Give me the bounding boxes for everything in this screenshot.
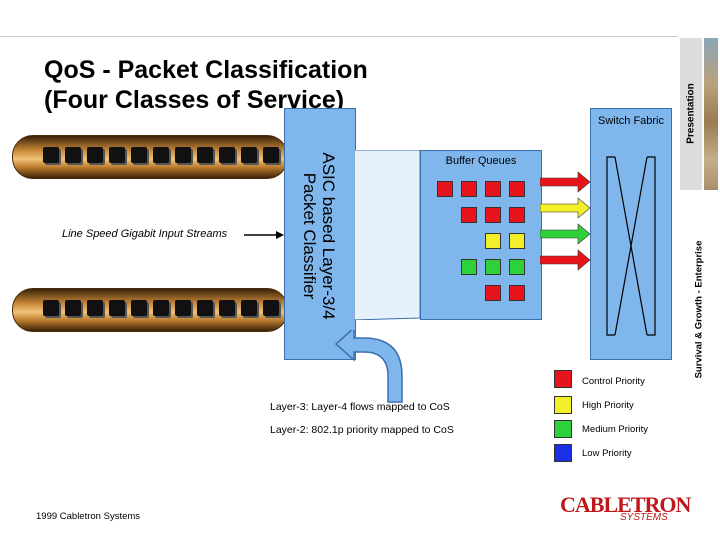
- legend-swatch-low: [554, 444, 572, 462]
- queue-cell-red: [461, 207, 477, 223]
- asic-classifier-block: ASIC based Layer-3/4 Packet Classifier: [284, 108, 356, 360]
- packet: [175, 300, 191, 316]
- packet: [131, 147, 147, 163]
- packet: [131, 300, 147, 316]
- legend-label-low: Low Priority: [582, 448, 632, 459]
- packet: [87, 300, 103, 316]
- yellow-output-arrow: [540, 197, 591, 219]
- sidebar-presentation-panel: Presentation: [680, 38, 702, 190]
- buffer-queues-label: Buffer Queues: [445, 155, 517, 167]
- legend-swatch-high: [554, 396, 572, 414]
- green-output-arrow: [540, 223, 591, 245]
- buffer-queues-block: Buffer Queues: [420, 150, 542, 320]
- sidebar-top-label: Presentation: [685, 83, 697, 144]
- packet: [43, 147, 59, 163]
- packet: [241, 300, 257, 316]
- packet: [263, 147, 279, 163]
- legend-label-control: Control Priority: [582, 376, 645, 387]
- packet: [109, 300, 125, 316]
- queue-cell-red: [461, 181, 477, 197]
- input-streams-label: Line Speed Gigabit Input Streams: [62, 228, 228, 240]
- legend-swatch-control: [554, 370, 572, 388]
- packet: [219, 300, 235, 316]
- page-title: QoS - Packet Classification (Four Classe…: [44, 55, 368, 115]
- switch-fabric-block: Switch Fabric: [590, 108, 672, 360]
- queue-cell-red: [509, 207, 525, 223]
- queue-cell-red: [509, 285, 525, 301]
- packet: [65, 147, 81, 163]
- red-output-arrow: [540, 249, 591, 271]
- crossbar-icon: [606, 156, 656, 336]
- packet: [65, 300, 81, 316]
- queue-cell-red: [437, 181, 453, 197]
- queue-cell-green: [485, 259, 501, 275]
- header-divider: [0, 36, 678, 37]
- queue-output-arrows: [540, 171, 591, 271]
- packet: [43, 300, 59, 316]
- classification-arrow-icon: [334, 330, 403, 403]
- asic-label: ASIC based Layer-3/4 Packet Classifier: [300, 114, 338, 358]
- packet: [109, 147, 125, 163]
- packet: [197, 147, 213, 163]
- queue-cell-red: [485, 207, 501, 223]
- queue-cell-yellow: [485, 233, 501, 249]
- sidebar-photo: [704, 38, 718, 190]
- company-logo: CABLETRON: [560, 492, 691, 517]
- sidebar-tagline-panel: Survival & Growth - Enterprise: [680, 196, 718, 426]
- layer2-mapping-text: Layer-2: 802.1p priority mapped to CoS: [270, 424, 454, 436]
- packet: [153, 147, 169, 163]
- layer3-mapping-text: Layer-3: Layer-4 flows mapped to CoS: [270, 401, 450, 413]
- queue-cell-red: [485, 181, 501, 197]
- sidebar-bottom-label: Survival & Growth - Enterprise: [693, 240, 705, 379]
- legend-label-high: High Priority: [582, 400, 634, 411]
- asic-label-line-1: ASIC based Layer-3/4: [319, 152, 338, 320]
- packet: [87, 147, 103, 163]
- red-output-arrow: [540, 171, 591, 193]
- legend-swatch-medium: [554, 420, 572, 438]
- packet: [153, 300, 169, 316]
- packet: [241, 147, 257, 163]
- queue-cell-green: [509, 259, 525, 275]
- queue-cell-yellow: [509, 233, 525, 249]
- input-stream-top: [12, 135, 288, 179]
- input-arrow-icon: [244, 231, 284, 239]
- switch-fabric-label: Switch Fabric: [597, 115, 665, 127]
- company-logo-sub: SYSTEMS: [620, 512, 668, 523]
- title-line-1: QoS - Packet Classification: [44, 56, 368, 84]
- packet: [263, 300, 279, 316]
- asic-to-buffer-lines: [354, 150, 421, 320]
- asic-label-line-2: Packet Classifier: [300, 172, 319, 300]
- copyright-text: 1999 Cabletron Systems: [36, 511, 141, 522]
- packet: [175, 147, 191, 163]
- priority-legend: Control Priority High Priority Medium Pr…: [548, 368, 678, 468]
- queue-cell-red: [509, 181, 525, 197]
- queue-cell-red: [485, 285, 501, 301]
- legend-label-medium: Medium Priority: [582, 424, 648, 435]
- packet: [197, 300, 213, 316]
- queue-cell-green: [461, 259, 477, 275]
- input-stream-bottom: [12, 288, 288, 332]
- packet: [219, 147, 235, 163]
